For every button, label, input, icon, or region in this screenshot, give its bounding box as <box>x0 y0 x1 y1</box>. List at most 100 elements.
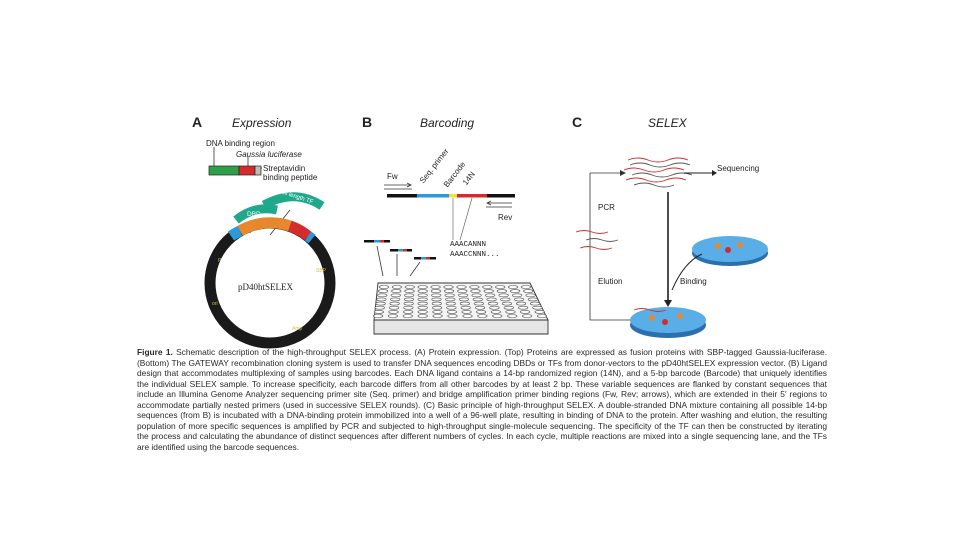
plate-well <box>521 314 533 318</box>
plate-well <box>536 314 548 318</box>
panel-c-letter: C <box>572 114 583 130</box>
streptavidin-label: Streptavidin <box>263 164 306 173</box>
plate-well <box>461 310 472 314</box>
plate-well <box>500 297 511 302</box>
plate-well <box>432 305 443 310</box>
plate-well <box>417 285 428 289</box>
plate-well <box>507 285 519 289</box>
plate-well <box>513 297 525 302</box>
plate-well <box>375 301 386 306</box>
svg-text:ori: ori <box>212 301 218 307</box>
plate-well <box>378 289 389 293</box>
binding-label: Binding <box>680 277 707 286</box>
gaussia-luciferase-label: Gaussia luciferase <box>236 150 302 159</box>
plate-well <box>477 314 488 318</box>
plate-well <box>473 301 485 306</box>
plate-well <box>404 289 415 293</box>
plate-well <box>456 285 467 289</box>
plate-well <box>372 314 384 318</box>
svg-text:Amp: Amp <box>292 326 303 332</box>
plate-well <box>430 285 441 289</box>
plate-well <box>390 293 401 298</box>
panel-a-title: Expression <box>232 116 292 130</box>
plate-well <box>404 285 415 289</box>
plate-well <box>377 293 388 298</box>
plate-well <box>431 297 442 302</box>
plate-well <box>515 301 527 306</box>
plate-well <box>487 301 499 306</box>
plate-well <box>430 289 442 293</box>
sequencing-label: Sequencing <box>717 164 760 173</box>
plate-well <box>391 285 403 289</box>
plate-well <box>417 289 428 293</box>
plate-well <box>490 310 501 314</box>
panel-b-letter: B <box>362 114 373 130</box>
plate-well <box>403 310 414 314</box>
plate-well <box>431 293 442 298</box>
plate-well <box>511 293 523 298</box>
plate-well <box>417 305 428 310</box>
caption-label: Figure 1. <box>137 347 173 357</box>
plate-well <box>505 310 516 314</box>
plate-well <box>446 305 457 310</box>
plate-well <box>471 293 482 298</box>
plate-well <box>447 314 458 318</box>
plate-well <box>373 310 385 314</box>
plate-well <box>403 301 414 306</box>
plate-well <box>495 285 506 289</box>
fw-label: Fw <box>387 172 398 181</box>
plate-well <box>402 314 413 318</box>
barcode-label: Barcode <box>441 159 468 189</box>
figure-caption: Figure 1. Schematic description of the h… <box>137 347 827 452</box>
pcr-label: PCR <box>598 203 615 212</box>
dna-binding-region-label: DNA binding region <box>206 139 275 148</box>
dbd-tag-label: DBD <box>247 211 261 218</box>
plate-well <box>489 305 500 310</box>
plate-well <box>483 289 494 293</box>
plate-well <box>470 289 481 293</box>
plate-well <box>532 305 543 310</box>
plate-well <box>376 297 387 302</box>
tf-tag-label: Full length TF <box>277 188 314 206</box>
plasmid-name-label: pD40htSELEX <box>238 282 293 292</box>
plate-well <box>374 305 385 310</box>
plate-well <box>378 285 390 289</box>
plate-well <box>501 301 513 306</box>
plate-well <box>387 314 399 318</box>
plate-well <box>486 297 497 302</box>
plate-well <box>445 301 456 306</box>
plate-well <box>389 301 400 306</box>
plate-well <box>417 301 428 306</box>
plate-well <box>525 293 536 298</box>
panel-b-title: Barcoding <box>420 116 475 130</box>
plate-well <box>498 293 509 298</box>
elution-label: Elution <box>598 277 623 286</box>
plate-well <box>523 289 534 293</box>
plate-well <box>458 297 470 302</box>
plate-well <box>431 301 442 306</box>
plate-well <box>462 314 473 318</box>
plate-well <box>507 314 518 318</box>
plate-well <box>443 285 454 289</box>
caption-text: Schematic description of the high-throug… <box>137 347 828 452</box>
svg-text:P: P <box>218 258 222 264</box>
svg-text:SBP: SBP <box>316 268 327 274</box>
binding-peptide-label: binding peptide <box>263 173 318 182</box>
plate-well <box>457 289 468 293</box>
plate-well <box>496 289 508 293</box>
n14-label: 14N <box>460 169 478 187</box>
plate-well <box>458 293 469 298</box>
panel-c-title: SELEX <box>648 116 687 130</box>
plate-well <box>388 310 399 314</box>
seq-line-1: AAACANNN <box>450 241 487 249</box>
plate-well <box>527 297 539 302</box>
plate-well <box>432 310 443 314</box>
plate-well <box>432 314 443 318</box>
plate-well <box>492 314 503 318</box>
plate-well <box>460 305 471 310</box>
